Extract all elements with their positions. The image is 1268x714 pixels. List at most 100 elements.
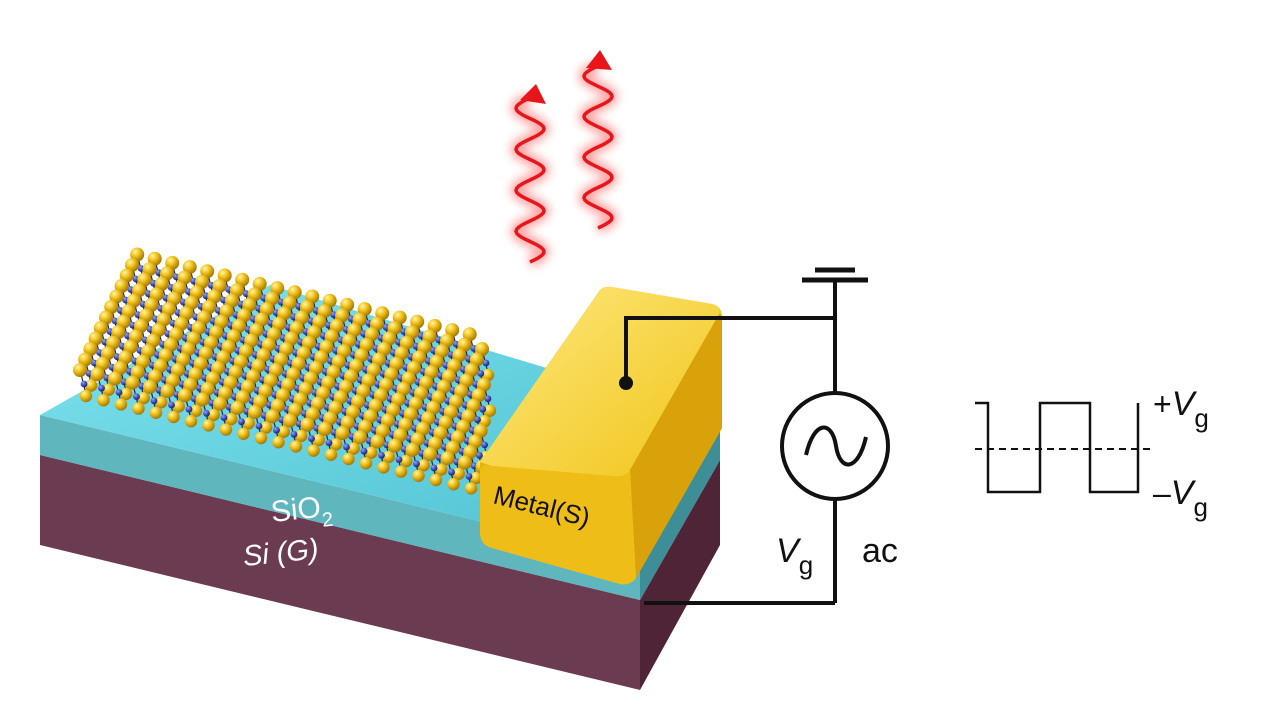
s-atom-bottom <box>114 398 128 411</box>
s-atom-top <box>321 375 336 390</box>
s-atom-bottom <box>447 478 460 491</box>
s-atom-bottom <box>324 448 338 461</box>
s-atom-top <box>326 365 341 380</box>
s-atom-top <box>293 392 308 407</box>
s-atom-bottom <box>207 408 220 422</box>
s-atom-bottom <box>307 444 320 457</box>
mo-atom <box>308 435 315 442</box>
s-atom-top <box>95 356 110 371</box>
s-atom-top <box>274 352 288 367</box>
s-atom-top <box>281 377 296 392</box>
s-atom-top <box>244 333 259 348</box>
s-atom-top <box>218 386 233 401</box>
s-atom-bottom <box>149 406 163 419</box>
s-atom-top <box>283 413 297 428</box>
s-atom-top <box>473 423 488 438</box>
s-atom-top <box>106 335 121 350</box>
s-atom-top <box>394 346 409 361</box>
s-atom-top <box>300 417 315 432</box>
s-atom-top <box>364 327 379 342</box>
s-atom-top <box>352 312 367 327</box>
s-atom-top <box>387 321 402 335</box>
s-atom-top <box>268 363 283 377</box>
s-atom-top <box>370 434 385 449</box>
s-atom-top <box>305 289 320 304</box>
mo-atom <box>168 401 175 409</box>
s-atom-top <box>354 348 369 363</box>
s-atom-top <box>132 283 147 298</box>
s-atom-top <box>324 329 339 344</box>
s-atom-top <box>146 333 161 348</box>
s-atom-top <box>414 386 428 401</box>
s-atom-bottom <box>289 440 303 453</box>
s-atom-top <box>104 300 119 314</box>
s-atom-top <box>469 352 484 367</box>
s-atom-top <box>191 321 206 335</box>
s-atom-top <box>391 392 406 407</box>
s-atom-top <box>466 398 481 413</box>
mo-atom <box>430 464 438 472</box>
s-atom-bottom <box>470 471 483 485</box>
mo-atom <box>413 460 420 468</box>
s-atom-top <box>405 325 419 340</box>
s-atom-bottom <box>312 433 325 447</box>
s-atom-top <box>100 346 115 361</box>
s-atom-top <box>170 363 185 377</box>
s-atom-top <box>323 411 338 426</box>
s-atom-top <box>259 302 274 317</box>
s-atom-bottom <box>359 457 373 470</box>
s-atom-top <box>128 329 143 344</box>
s-atom-top <box>445 440 460 455</box>
s-atom-top <box>130 247 145 262</box>
mo-atom <box>477 370 485 377</box>
mo-atom <box>482 359 490 367</box>
si-substrate <box>40 455 720 690</box>
s-atom-top <box>246 369 261 384</box>
s-atom-bottom <box>225 412 238 426</box>
s-atom-top <box>424 365 439 380</box>
s-atom-bottom <box>365 446 378 459</box>
s-atom-bottom <box>202 419 215 432</box>
s-atom-top <box>300 300 314 314</box>
s-atom-top <box>368 398 383 413</box>
s-atom-top <box>335 308 349 323</box>
s-atom-top <box>328 400 343 415</box>
s-atom-bottom <box>97 394 110 407</box>
s-atom-top <box>114 279 129 293</box>
s-atom-top <box>399 335 414 350</box>
s-atom-top <box>405 442 420 457</box>
s-atom-top <box>464 363 479 377</box>
s-atom-bottom <box>132 402 145 415</box>
s-atom-top <box>305 407 320 422</box>
s-atom-bottom <box>242 417 255 430</box>
s-atom-top <box>322 293 337 308</box>
s-atom-top <box>125 258 139 272</box>
s-atom-top <box>272 316 287 331</box>
s-atom-bottom <box>377 461 390 474</box>
s-atom-top <box>303 371 318 386</box>
s-atom-top <box>167 291 182 306</box>
s-atom-top <box>349 358 364 373</box>
s-atom-top <box>119 268 134 283</box>
s-atom-top <box>123 339 138 354</box>
s-atom-top <box>288 402 303 417</box>
s-atom-top <box>189 285 204 300</box>
s-atom-top <box>265 409 280 424</box>
s-atom-top <box>408 396 423 411</box>
s-atom-top <box>340 415 355 430</box>
s-atom-top <box>377 342 392 356</box>
s-atom-top <box>373 388 388 403</box>
s-atom-top <box>440 333 454 348</box>
s-atom-top <box>233 354 248 369</box>
circuit-wires <box>624 282 837 605</box>
s-atom-top <box>386 402 401 417</box>
mo-atom <box>484 395 492 403</box>
s-atom-top <box>93 321 108 335</box>
s-atom-top <box>291 356 306 371</box>
s-atom-top <box>317 304 332 319</box>
s-atom-top <box>443 405 458 419</box>
s-atom-top <box>431 390 446 405</box>
mo-atom <box>481 441 488 449</box>
s-atom-top <box>253 394 268 409</box>
s-atom-top <box>143 379 157 394</box>
